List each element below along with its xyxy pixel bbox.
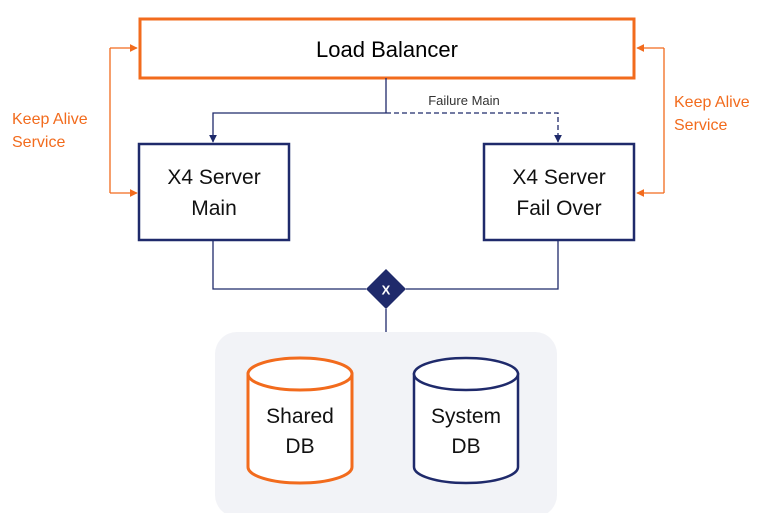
exclusive-gateway-icon: X — [366, 269, 406, 309]
system-db-label-line2: DB — [451, 435, 480, 458]
shared-db-label-line2: DB — [285, 435, 314, 458]
keep-alive-left-label-line1: Keep Alive — [12, 111, 88, 128]
system-db-label-line1: System — [431, 405, 501, 428]
lb-to-servers-connector — [209, 78, 562, 143]
server-failover-label-line1: X4 Server — [512, 166, 605, 189]
shared-db-cylinder-icon — [246, 356, 354, 485]
server-main-label-line1: X4 Server — [167, 166, 260, 189]
servers-to-junction-connector — [212, 240, 559, 332]
gateway-symbol: X — [382, 283, 391, 298]
shared-db-label-line1: Shared — [266, 405, 334, 428]
failure-main-label: Failure Main — [428, 93, 500, 108]
load-balancer-box — [138, 17, 636, 80]
load-balancer-label: Load Balancer — [316, 37, 458, 62]
keep-alive-right-label-line1: Keep Alive — [674, 94, 750, 111]
server-failover-box — [482, 142, 636, 242]
keep-alive-left-connector — [109, 44, 138, 197]
server-failover-label-line2: Fail Over — [516, 197, 601, 220]
keep-alive-right-label-line2: Service — [674, 117, 727, 134]
server-main-box — [137, 142, 291, 242]
server-main-label-line2: Main — [191, 197, 237, 220]
keep-alive-left-label-line2: Service — [12, 134, 65, 151]
system-db-cylinder-icon — [412, 356, 520, 485]
keep-alive-right-connector — [636, 44, 665, 197]
